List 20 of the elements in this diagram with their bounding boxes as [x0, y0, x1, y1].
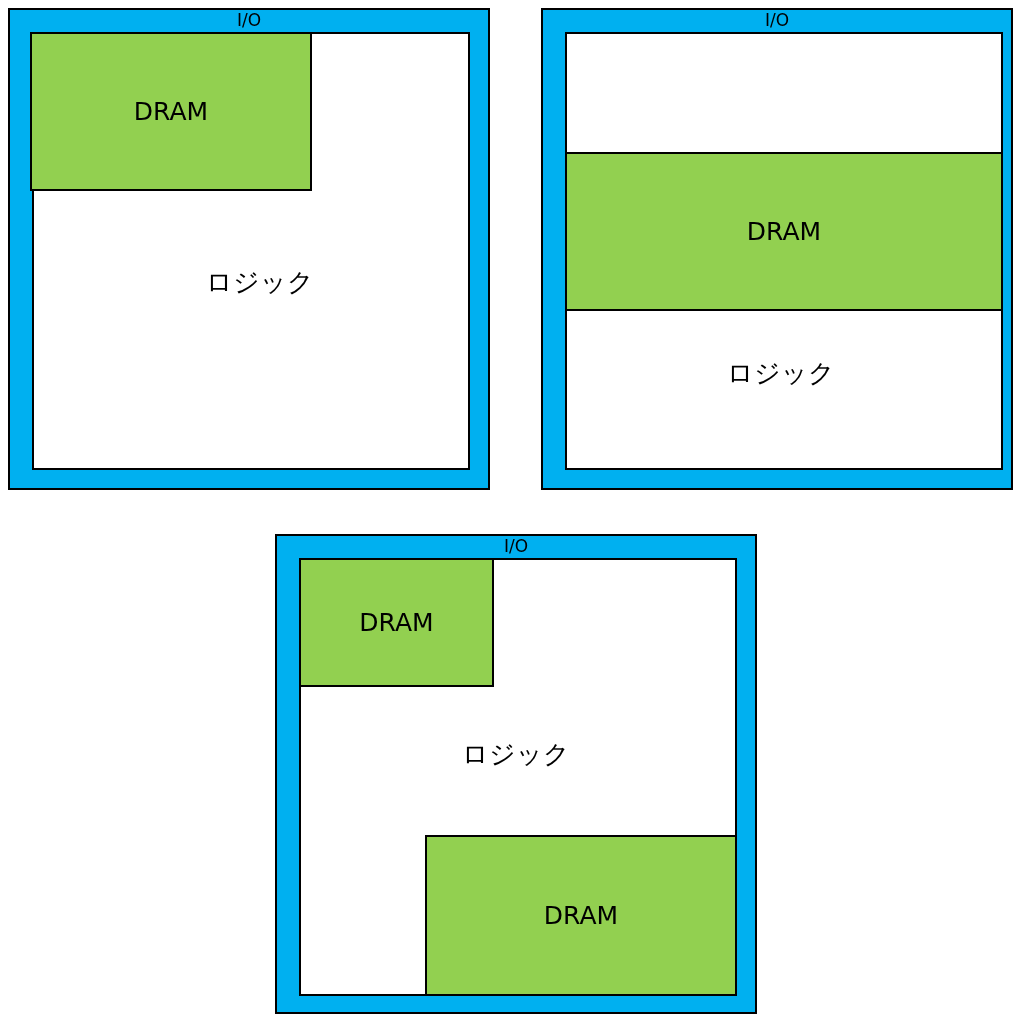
dram-label: DRAM — [133, 97, 209, 126]
dram-block — [425, 835, 737, 996]
logic-area — [32, 32, 470, 470]
logic-label: ロジック — [462, 737, 570, 771]
dram-label: DRAM — [543, 901, 619, 930]
dram-block — [565, 152, 1003, 311]
dram-block — [30, 32, 312, 191]
dram-label: DRAM — [746, 217, 822, 246]
logic-label: ロジック — [206, 265, 314, 299]
io-label: I/O — [764, 10, 790, 30]
io-ring — [8, 8, 490, 490]
io-label: I/O — [236, 10, 262, 30]
io-ring — [541, 8, 1013, 490]
io-label: I/O — [503, 536, 529, 556]
logic-area — [565, 32, 1003, 470]
logic-label: ロジック — [727, 356, 835, 390]
logic-area — [299, 558, 737, 996]
dram-label: DRAM — [359, 608, 434, 637]
io-ring — [275, 534, 757, 1014]
dram-block — [299, 558, 494, 687]
